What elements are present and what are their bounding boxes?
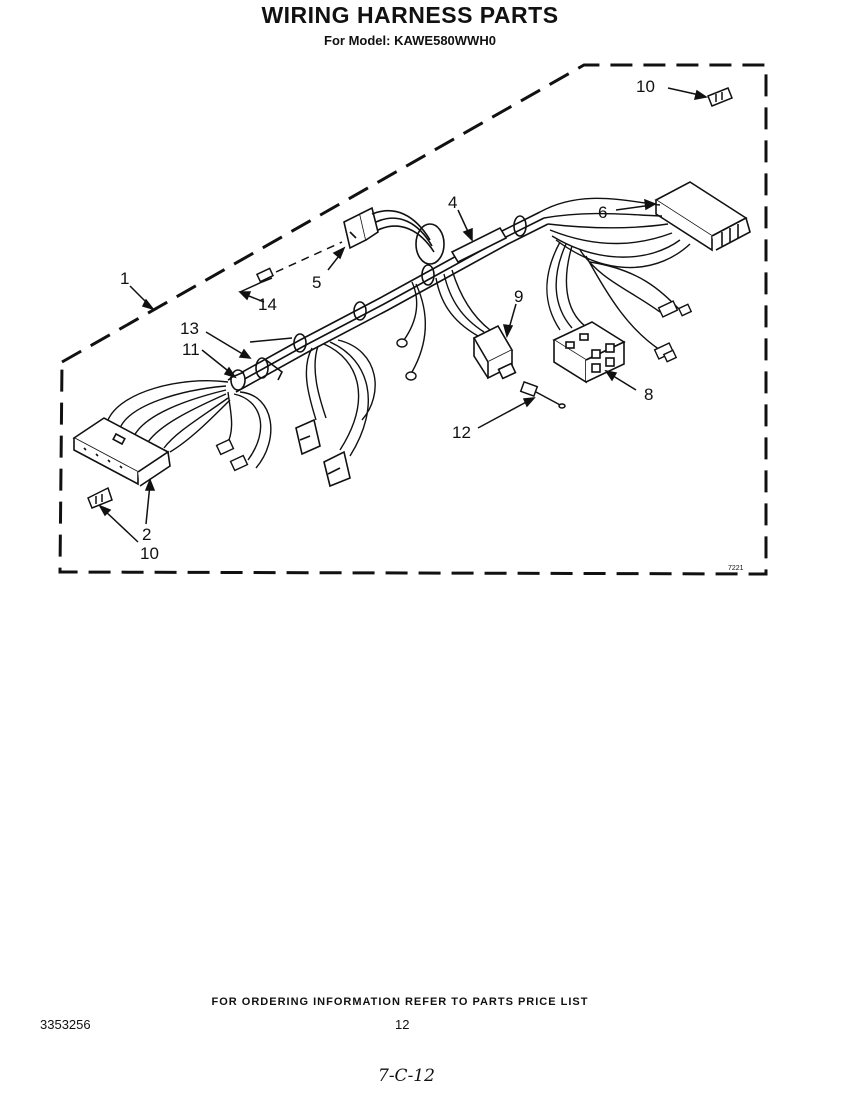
loose-terminals-right [653, 300, 693, 363]
callout-8: 8 [644, 385, 653, 404]
callout-12: 12 [452, 423, 471, 442]
part-9-wires [435, 269, 491, 337]
part-6-connector [654, 181, 751, 252]
model-subtitle: For Model: KAWE580WWH0 [324, 33, 496, 48]
callout-2: 2 [142, 525, 151, 544]
part-5-connector [343, 206, 435, 253]
dashed-boundary [58, 63, 768, 576]
callout-1: 1 [120, 269, 129, 288]
callout-9: 9 [514, 287, 523, 306]
handwritten-note: 7-C-12 [378, 1066, 435, 1086]
part-14-terminal [239, 241, 343, 293]
callout-6: 6 [598, 203, 607, 222]
document-number: 3353256 [40, 1017, 91, 1032]
leader-lines [98, 87, 708, 543]
middle-connectors [295, 418, 351, 488]
ground-wires [396, 281, 426, 381]
callout-10-top: 10 [636, 77, 655, 96]
illustration-code: 7221 [728, 565, 744, 572]
part-10-terminal-bottom [87, 486, 113, 509]
callout-4: 4 [448, 193, 457, 212]
page-number: 12 [395, 1017, 410, 1032]
part-4-clip [415, 223, 508, 265]
part-13-tie [249, 337, 293, 381]
callout-11: 11 [182, 340, 200, 359]
callout-5: 5 [312, 273, 321, 292]
part-9-connector [472, 324, 517, 380]
part-12-terminal [519, 380, 566, 409]
left-branch-terminals [215, 438, 249, 472]
left-branch-wires [225, 391, 272, 469]
part-8-connector [552, 321, 626, 384]
middle-wires [305, 339, 376, 457]
callout-13: 13 [180, 319, 199, 338]
page-title: WIRING HARNESS PARTS [261, 2, 559, 28]
callout-10-bottom: 10 [140, 544, 159, 563]
callout-14: 14 [258, 295, 277, 314]
part-10-terminal-top [707, 87, 733, 107]
part-6-wires [539, 197, 691, 269]
ordering-note: FOR ORDERING INFORMATION REFER TO PARTS … [211, 996, 589, 1008]
part-2-connector [72, 417, 171, 487]
part-2-wires [107, 380, 231, 453]
